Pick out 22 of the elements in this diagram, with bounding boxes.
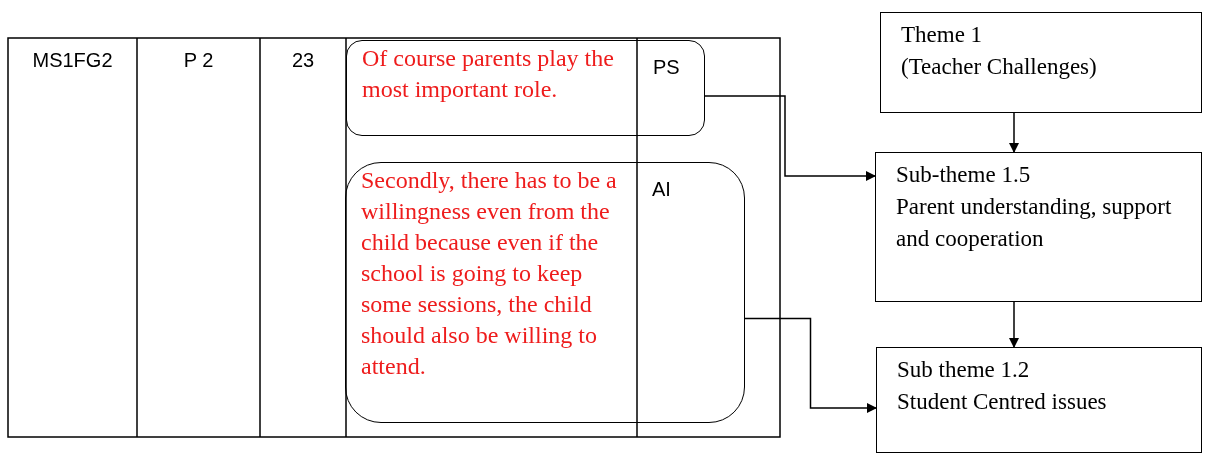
theme-description: Student Centred issues (897, 388, 1108, 416)
quote-text: Of course parents play the most important role. (362, 44, 615, 104)
code-text: PS (653, 55, 680, 80)
theme-box (875, 152, 1202, 302)
theme-box (876, 347, 1202, 453)
quote-text: Secondly, there has to be a willingness even from the child because even if the school is going to keep some sessions, the child should also be willing to attend. (361, 166, 618, 381)
theme-heading: Sub theme 1.2 (897, 356, 1031, 384)
rounded-highlight-box (345, 162, 745, 423)
theme-description: (Teacher Challenges) (901, 53, 1098, 81)
theme-box (880, 12, 1202, 113)
arrow (744, 317, 877, 413)
table-cell-text: MS1FG2 (31, 48, 114, 73)
theme-description: Parent understanding, support and cooperation (896, 193, 1173, 253)
arrow (1009, 112, 1019, 153)
theme-heading: Theme 1 (901, 21, 984, 49)
table-cell-text: P 2 (182, 48, 215, 73)
code-text: AI (652, 177, 671, 202)
arrow (1009, 301, 1019, 348)
rounded-highlight-box (346, 40, 705, 136)
theme-heading: Sub-theme 1.5 (896, 161, 1032, 189)
arrow (704, 95, 876, 181)
table-cell-text: 23 (290, 48, 316, 73)
